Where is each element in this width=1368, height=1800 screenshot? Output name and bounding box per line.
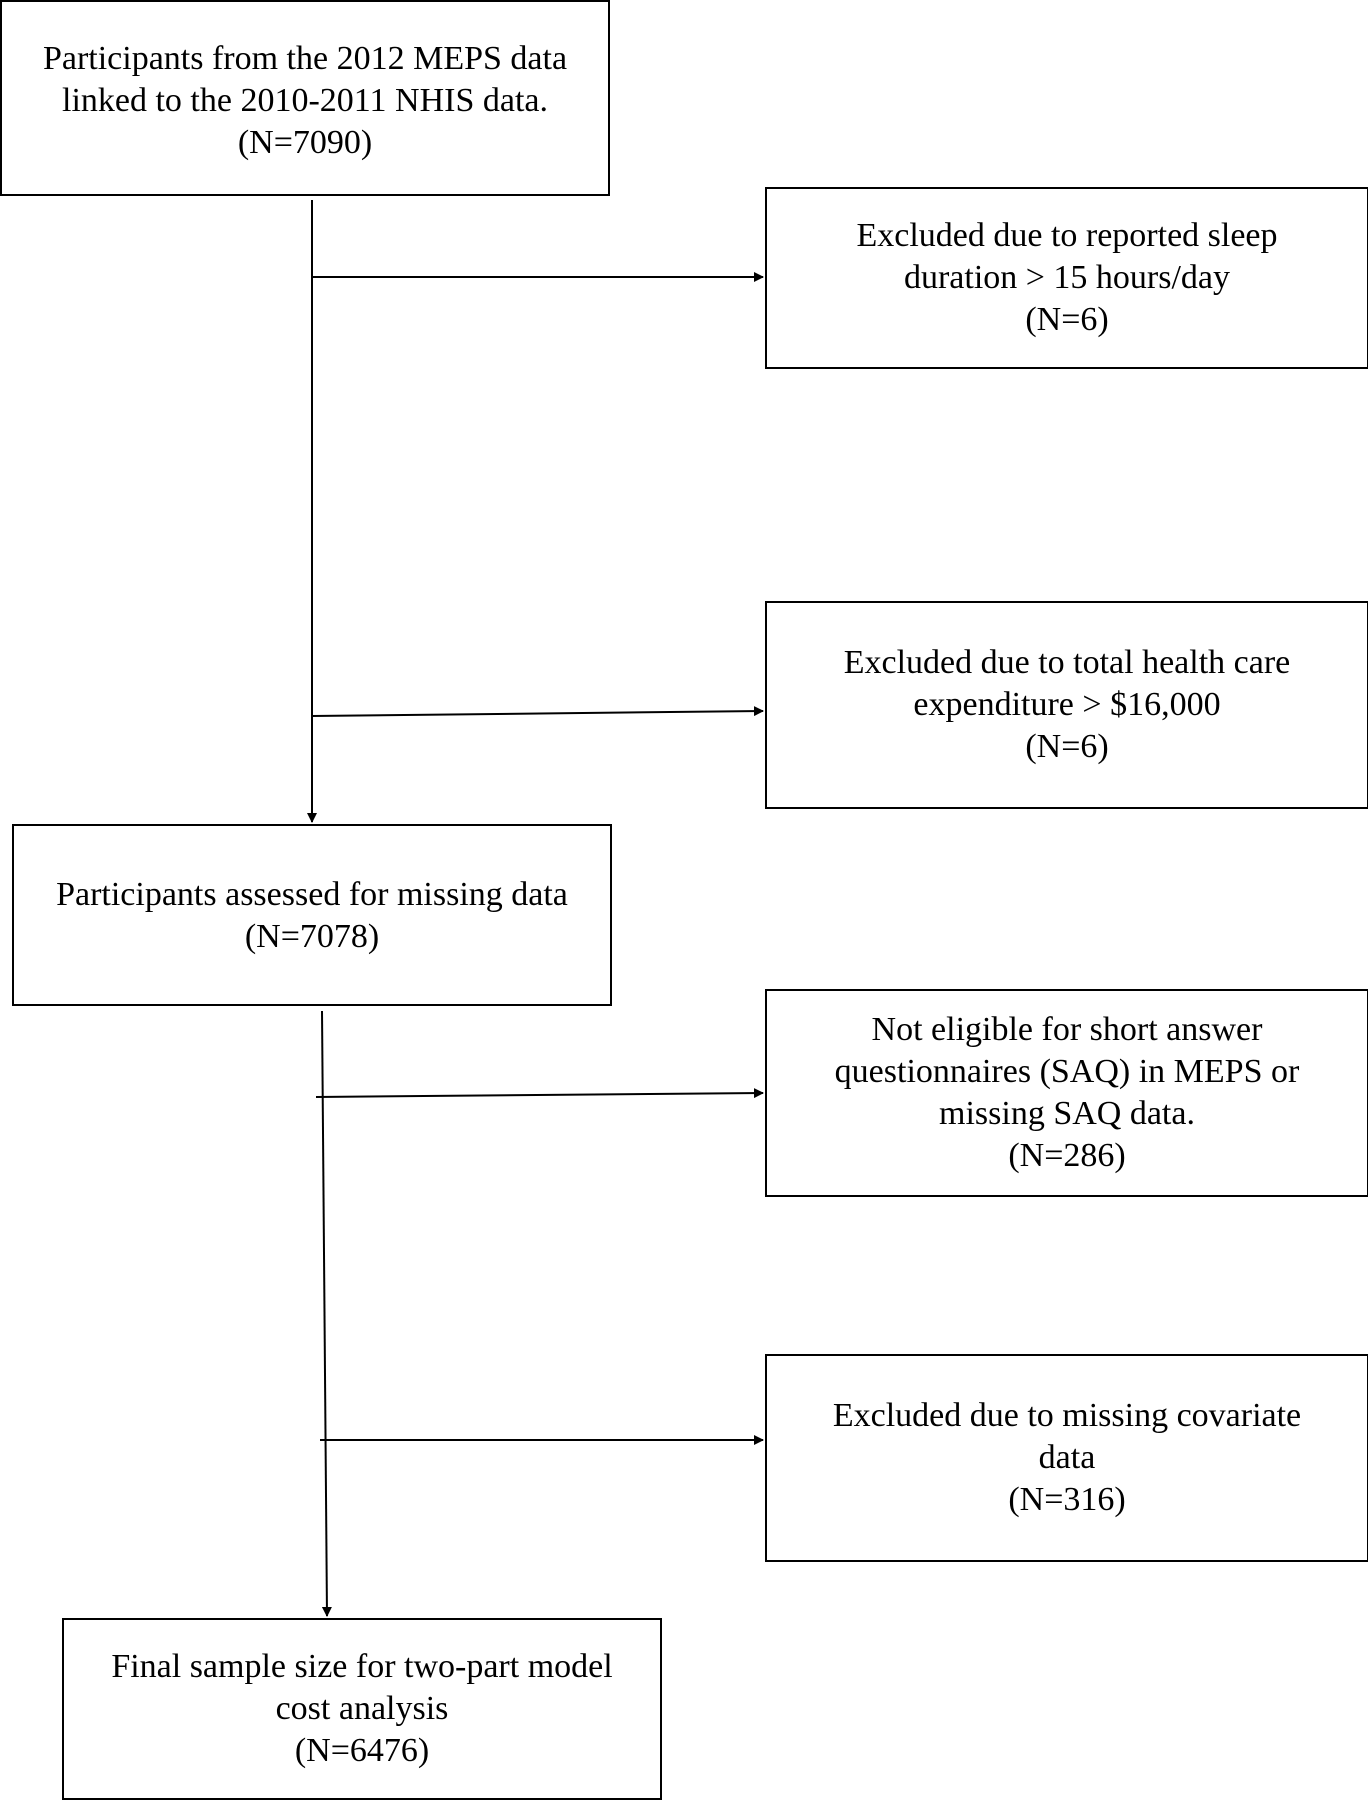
start-line-1: Participants from the 2012 MEPS data [42,40,568,77]
start-box: Participants from the 2012 MEPS data lin… [0,0,610,196]
excluded-saq-line-2: questionnaires (SAQ) in MEPS or [834,1053,1300,1090]
excluded-covariate-box: Excluded due to missing covariate data (… [765,1354,1368,1562]
final-line-1: Final sample size for two-part model [111,1648,613,1685]
final-line-2: cost analysis [275,1690,449,1727]
excluded-sleep-line-1: Excluded due to reported sleep [856,217,1278,254]
excluded-expenditure-line-2: expenditure > $16,000 [913,686,1221,723]
excluded-expenditure-line-1: Excluded due to total health care [843,644,1291,681]
excluded-sleep-line-2: duration > 15 hours/day [903,259,1231,296]
start-line-2: linked to the 2010-2011 NHIS data. [62,82,548,119]
excluded-sleep-box: Excluded due to reported sleep duration … [765,187,1368,369]
arrow-to-excluded-saq [315,1088,764,1099]
assessed-box: Participants assessed for missing data (… [12,824,612,1006]
excluded-saq-box: Not eligible for short answer questionna… [765,989,1368,1197]
final-sample-box: Final sample size for two-part model cos… [62,1618,662,1800]
excluded-covariate-line-1: Excluded due to missing covariate [832,1397,1302,1434]
excluded-saq-count: (N=286) [1008,1137,1126,1174]
final-count: (N=6476) [294,1732,430,1769]
excluded-saq-line-3: missing SAQ data. [939,1095,1195,1132]
excluded-covariate-count: (N=316) [1008,1481,1126,1518]
assessed-line-1: Participants assessed for missing data [56,876,568,913]
excluded-saq-line-1: Not eligible for short answer [871,1011,1263,1048]
excluded-expenditure-box: Excluded due to total health care expend… [765,601,1368,809]
excluded-sleep-count: (N=6) [1025,301,1109,338]
assessed-count: (N=7078) [244,918,380,955]
arrow-assessed-to-final [321,1010,332,1617]
arrow-to-excluded-expenditure [311,706,764,717]
start-count: (N=7090) [237,124,373,161]
excluded-expenditure-count: (N=6) [1025,728,1109,765]
excluded-covariate-line-2: data [1038,1439,1096,1476]
